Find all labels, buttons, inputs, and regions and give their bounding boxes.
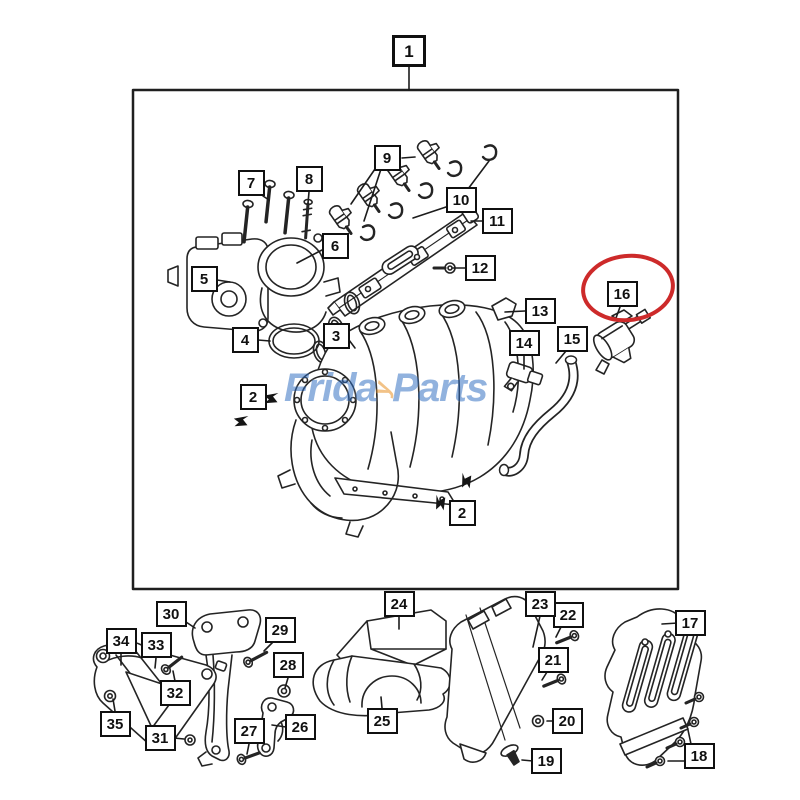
leader-lines — [112, 66, 692, 762]
callout-35: 35 — [99, 711, 131, 737]
callout-26: 26 — [284, 714, 316, 740]
highlight-ellipse — [581, 253, 675, 323]
callout-32: 32 — [159, 680, 191, 706]
callout-5: 5 — [190, 266, 218, 292]
callout-34: 34 — [105, 628, 137, 654]
callout-11: 11 — [481, 208, 513, 234]
callout-16: 16 — [606, 281, 638, 307]
pcv-valve-16-drawing — [592, 308, 652, 375]
callout-28: 28 — [272, 652, 304, 678]
arrow-markers — [233, 393, 472, 511]
callout-13: 13 — [524, 298, 556, 324]
callout-31: 31 — [144, 725, 176, 751]
callout-2: 2 — [239, 384, 267, 410]
callout-8: 8 — [295, 166, 323, 192]
callout-9: 9 — [373, 145, 401, 171]
mounting-bolts-drawing — [242, 179, 313, 244]
bolt-29-drawing — [243, 650, 269, 668]
nut-28-drawing — [277, 684, 291, 698]
callout-12: 12 — [464, 255, 496, 281]
insulator-23-drawing — [444, 595, 546, 763]
callout-22: 22 — [552, 602, 584, 628]
callout-20: 20 — [551, 708, 583, 734]
callout-1: 1 — [392, 35, 426, 67]
callout-2: 2 — [448, 500, 476, 526]
callout-33: 33 — [140, 632, 172, 658]
callout-25: 25 — [366, 708, 398, 734]
lower-housing-drawing — [277, 368, 400, 538]
map-sensor-14-drawing — [503, 361, 544, 392]
callout-30: 30 — [155, 601, 187, 627]
hose-15-drawing — [498, 355, 579, 477]
cover-24-25-drawing — [312, 609, 452, 717]
callout-14: 14 — [508, 330, 540, 356]
callout-29: 29 — [264, 617, 296, 643]
bolt-22-drawing — [555, 629, 580, 645]
callout-3: 3 — [322, 323, 350, 349]
callout-17: 17 — [674, 610, 706, 636]
heat-shield-17-drawing — [604, 608, 703, 766]
callout-18: 18 — [683, 743, 715, 769]
callout-24: 24 — [383, 591, 415, 617]
callout-19: 19 — [530, 748, 562, 774]
callout-15: 15 — [556, 326, 588, 352]
callout-10: 10 — [445, 187, 477, 213]
callout-27: 27 — [233, 718, 265, 744]
bolts-18-drawing — [645, 691, 705, 769]
callout-4: 4 — [231, 327, 259, 353]
bolt-32-33-drawing — [160, 655, 184, 675]
bracket-30-drawing — [191, 609, 262, 767]
bracket-26-27-drawing — [236, 697, 295, 766]
nut-20-drawing — [531, 714, 545, 728]
bolt-21-drawing — [542, 673, 567, 688]
pin-19-drawing — [500, 744, 520, 766]
callout-6: 6 — [321, 233, 349, 259]
nut-31-drawing — [184, 734, 196, 746]
intake-manifold-drawing — [309, 297, 534, 506]
callout-21: 21 — [537, 647, 569, 673]
callout-7: 7 — [237, 170, 265, 196]
ring-35-drawing — [103, 689, 117, 703]
callout-23: 23 — [524, 591, 556, 617]
frame-border — [131, 88, 680, 591]
